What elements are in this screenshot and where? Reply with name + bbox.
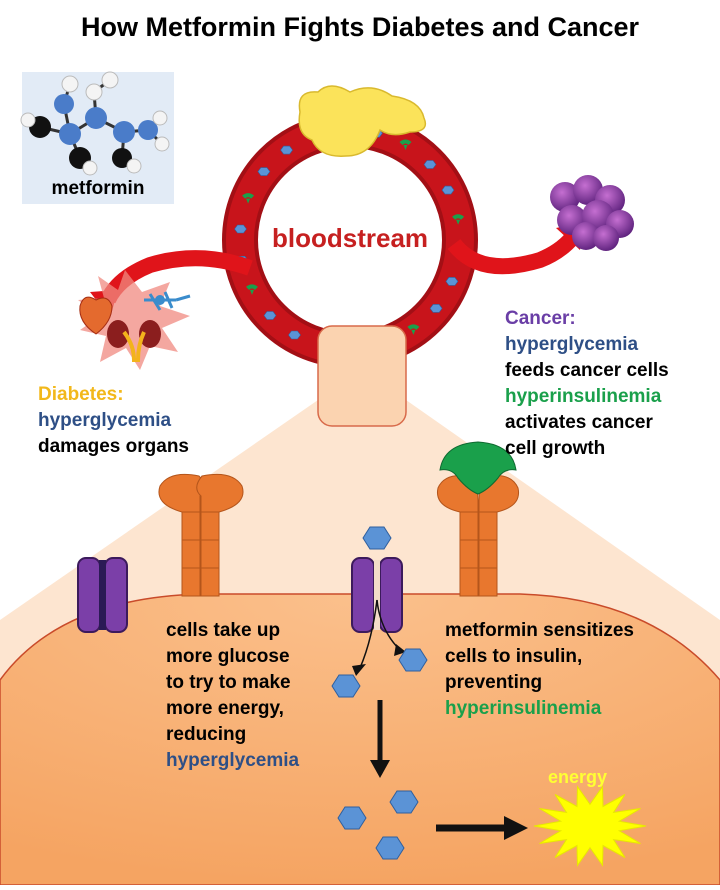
- cell-uptake-line: hyperglycemia: [166, 750, 300, 771]
- page-title: How Metformin Fights Diabetes and Cancer: [80, 12, 640, 42]
- blood-glucose: [263, 311, 277, 320]
- metformin-molecule-icon: [20, 71, 174, 204]
- cell-uptake-line: more energy,: [166, 698, 284, 719]
- diabetes-line: hyperglycemia: [38, 410, 172, 431]
- cancer-line: hyperinsulinemia: [505, 386, 662, 407]
- insulin-receptor-left: [158, 473, 244, 597]
- zoom-window: [317, 325, 407, 427]
- insulin-sensitizing-line: preventing: [445, 672, 543, 693]
- energy-label: energy: [548, 767, 608, 787]
- cell-uptake-line: more glucose: [166, 646, 290, 667]
- blood-glucose: [429, 304, 443, 313]
- blood-glucose: [257, 167, 271, 176]
- cell-uptake-line: to try to make: [166, 672, 291, 693]
- diabetes-heading: Diabetes:: [38, 384, 124, 405]
- cancer-line: feeds cancer cells: [505, 360, 669, 381]
- down-arrow: [370, 700, 390, 778]
- diabetes-line: damages organs: [38, 436, 189, 457]
- glucose-channel-left: [77, 557, 128, 633]
- cancer-line: hyperglycemia: [505, 334, 639, 355]
- cancer-line: cell growth: [505, 438, 606, 459]
- energy-burst-icon: [533, 785, 647, 867]
- cell-body: [0, 593, 720, 886]
- glucose-channel-center: [351, 557, 403, 633]
- insulin-sensitizing-line: metformin sensitizes: [445, 620, 634, 641]
- tumor-icon: [550, 175, 634, 251]
- pancreas-icon: [298, 85, 427, 157]
- cancer-heading: Cancer:: [505, 308, 576, 329]
- blood-glucose: [234, 224, 247, 234]
- blood-glucose: [441, 185, 455, 195]
- insulin-sensitizing-line: hyperinsulinemia: [445, 698, 602, 719]
- blood-glucose: [423, 160, 437, 169]
- blood-glucose: [445, 277, 459, 286]
- molecule-label: metformin: [51, 178, 145, 199]
- insulin-molecule: [439, 441, 517, 495]
- bloodstream-label: bloodstream: [272, 223, 429, 253]
- damaged-organs-icon: [78, 270, 191, 370]
- insulin-sensitizing-line: cells to insulin,: [445, 646, 583, 667]
- blood-glucose: [288, 330, 301, 340]
- cell-uptake-line: reducing: [166, 724, 247, 745]
- blood-glucose: [280, 145, 293, 155]
- right-arrow: [436, 816, 528, 840]
- cell-uptake-line: cells take up: [166, 620, 281, 641]
- cancer-line: activates cancer: [505, 412, 653, 433]
